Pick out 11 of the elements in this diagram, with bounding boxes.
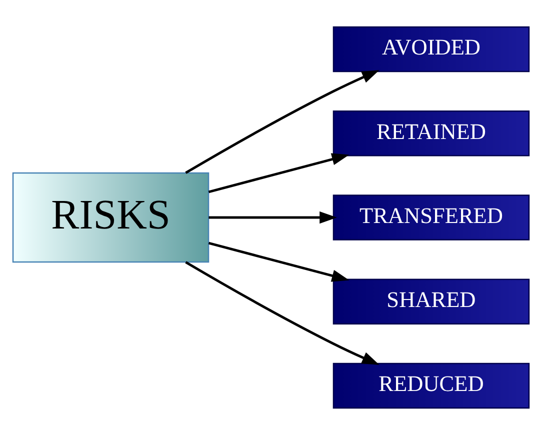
node-box: RISKS (12, 172, 210, 262)
node-box: REDUCED (332, 362, 530, 408)
node-box: TRANSFERED (332, 194, 530, 240)
arrow (208, 210, 337, 224)
arrow (185, 70, 380, 174)
node-box: AVOIDED (332, 26, 530, 72)
arrow (208, 241, 350, 282)
node-box: RETAINED (332, 110, 530, 156)
node-box: SHARED (332, 278, 530, 324)
arrow (185, 260, 380, 364)
arrow (208, 152, 350, 193)
